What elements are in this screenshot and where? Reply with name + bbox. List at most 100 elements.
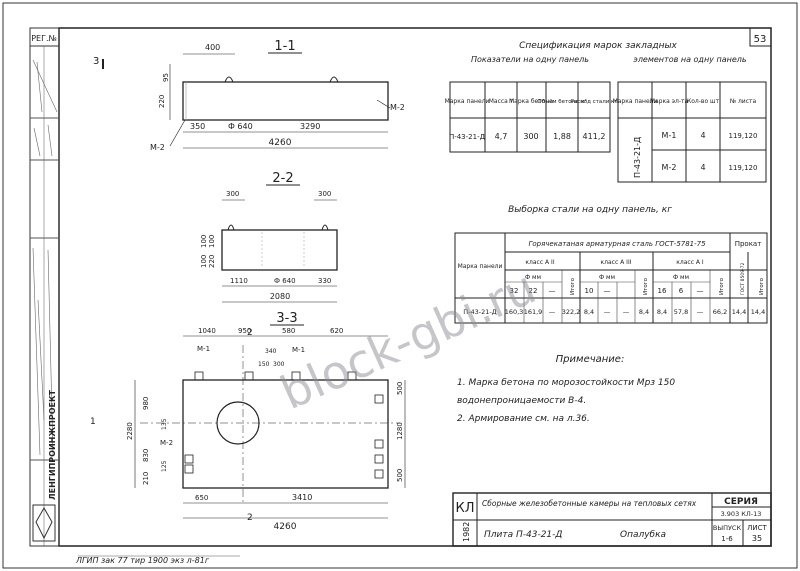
t2-h-sheet: № листа (730, 98, 757, 105)
section-3-3: 3-3 M-1 M-1 M-2 1 2 2 1040 950 580 620 3… (90, 311, 406, 532)
steel-class-a2: класс А II (525, 259, 554, 266)
steel-d2: 22 (529, 287, 538, 295)
tb-issue-value: 1-6 (721, 535, 733, 543)
tb-series-value: 3.903 КЛ-13 (721, 510, 762, 518)
spec-table2-title: элементов на одну панель (633, 55, 746, 64)
t2-r2-qty: 4 (700, 163, 705, 172)
dim-2-2-h2: 100 (208, 235, 216, 248)
dim-3-3-k: 500 (396, 469, 404, 482)
t1-h-mass: Масса т (489, 98, 514, 105)
section-1-1: 1-1 3 400 95 220 350 Ф 640 3290 4260 M-2… (93, 39, 405, 152)
label-3-3-m1: M-1 (197, 345, 210, 353)
tb-sheet-label: ЛИСТ (747, 524, 767, 532)
dim-2-2-b3: 330 (318, 277, 331, 285)
steel-d5: — (604, 287, 611, 295)
cut-mark-1-left: 1 (90, 417, 96, 427)
steel-diam-3: Ф мм (673, 274, 689, 281)
dim-3-3-n: 4260 (274, 522, 297, 532)
org-stamp: ЛЕНГИПРОИНЖПРОЕКТ (48, 389, 57, 500)
spec-title: Спецификация марок закладных (519, 41, 677, 51)
steel-total: Итого (759, 277, 765, 295)
dim-1-1-d1: 350 (190, 122, 205, 131)
cut-mark-2-top: 2 (247, 328, 253, 338)
steel-d4: 10 (585, 287, 594, 295)
dim-2-2-b1: 1110 (230, 277, 248, 285)
dim-3-3-m: 3410 (292, 493, 312, 502)
dim-3-3-j: 1280 (396, 422, 404, 440)
tb-part: Плита П-43-21-Д (484, 530, 562, 540)
steel-r-10: 57,8 (674, 308, 688, 316)
steel-d1: 32 (510, 287, 519, 295)
t2-h-qty: Кол-во шт (687, 98, 720, 105)
label-3-3-m2: M-2 (160, 439, 173, 447)
steel-r-1: 160,3 (505, 308, 524, 316)
reg-label: РЕГ.№ (31, 34, 57, 43)
title-block: КЛ 1982 Сборные железобетонные камеры на… (452, 492, 772, 547)
steel-r-14: 14,4 (751, 308, 765, 316)
note-1b: водонепроницаемости В-4. (457, 396, 586, 406)
t1-mass: 4,7 (495, 132, 508, 141)
section-2-2: 2-2 300 300 100 220 100 100 1110 Ф 640 3… (200, 171, 338, 303)
steel-r-12: 66,2 (713, 308, 727, 316)
tb-sheet-value: 35 (752, 534, 762, 543)
t1-volume: 1,88 (553, 132, 571, 141)
t1-concrete: 300 (523, 132, 538, 141)
steel-r-9: 8,4 (657, 308, 667, 316)
dim-3-3-g: 830 (142, 449, 150, 462)
steel-prokat: Прокат (735, 240, 762, 248)
tb-series-label: СЕРИЯ (724, 497, 758, 507)
steel-r-11: — (697, 308, 704, 316)
dim-2-2-t2: 300 (318, 190, 331, 198)
tb-year: 1982 (462, 522, 471, 542)
steel-diam-2: Ф мм (599, 274, 615, 281)
steel-class-a3: класс А III (601, 259, 632, 266)
steel-itogo-1: Итого (570, 277, 576, 295)
t2-r1-el: M-1 (662, 131, 677, 140)
note-2: 2. Армирование см. на л.36. (457, 414, 590, 424)
dim-1-1-lefth: 95 (162, 73, 170, 82)
steel-r-8: 8,4 (639, 308, 649, 316)
label-m2-right: M-2 (390, 103, 405, 112)
t2-panel: П-43-21-Д (633, 137, 642, 178)
steel-table: Выборка стали на одну панель, кг Горячек… (454, 205, 768, 324)
dim-3-3-q: 150 (258, 361, 270, 368)
steel-r-2: 161,9 (524, 308, 543, 316)
dim-2-2-b2: Ф 640 (274, 277, 296, 285)
dim-3-3-f: 2280 (126, 422, 134, 440)
dim-3-3-o: 340 (265, 348, 277, 355)
section-1-1-title: 1-1 (274, 39, 295, 54)
dim-3-3-e: 980 (142, 397, 150, 410)
steel-diam-1: Ф мм (525, 274, 541, 281)
dim-1-1-d3: 3290 (300, 122, 320, 131)
page-number: 53 (754, 34, 767, 45)
tb-issue-label: ВЫПУСК (713, 524, 742, 532)
org-logo-icon (32, 504, 56, 542)
dim-2-2-t1: 300 (226, 190, 239, 198)
steel-r-3: — (549, 308, 556, 316)
t1-steel: 411,2 (583, 132, 606, 141)
dim-2-2-total: 2080 (270, 292, 290, 301)
t1-mark: П-43-21-Д (449, 133, 486, 141)
t1-h-volume: Объем бетона м³ (537, 98, 586, 105)
steel-r-mark: П-43-21-Д (463, 308, 497, 316)
bottom-print-note: ЛГИП зак 77 тир 1900 экз л-81г (75, 556, 210, 565)
dim-1-1-height: 220 (158, 95, 166, 108)
steel-d6: 16 (658, 287, 667, 295)
steel-gost: ГОСТ 8509-72 (740, 262, 746, 295)
cut-mark-3-left: 3 (93, 56, 99, 67)
dim-3-3-a: 1040 (198, 327, 216, 335)
dim-1-1-d2: Ф 640 (228, 122, 253, 131)
steel-r-5: 8,4 (584, 308, 594, 316)
tb-description: Сборные железобетонные камеры на тепловы… (482, 499, 697, 508)
t1-h-mark: Марка панели (445, 98, 490, 105)
page-number-box (749, 27, 772, 47)
dim-3-3-c: 580 (282, 327, 295, 335)
tb-kl: КЛ (455, 501, 474, 516)
dim-1-1-total: 4260 (269, 138, 292, 148)
left-stamp: РЕГ.№ ЛЕНГИПРОИНЖПРОЕКТ (29, 27, 60, 547)
dim-3-3-i: 500 (396, 382, 404, 395)
dim-3-3-p: 300 (273, 361, 285, 368)
t2-r2-sheet: 119,120 (729, 164, 758, 172)
